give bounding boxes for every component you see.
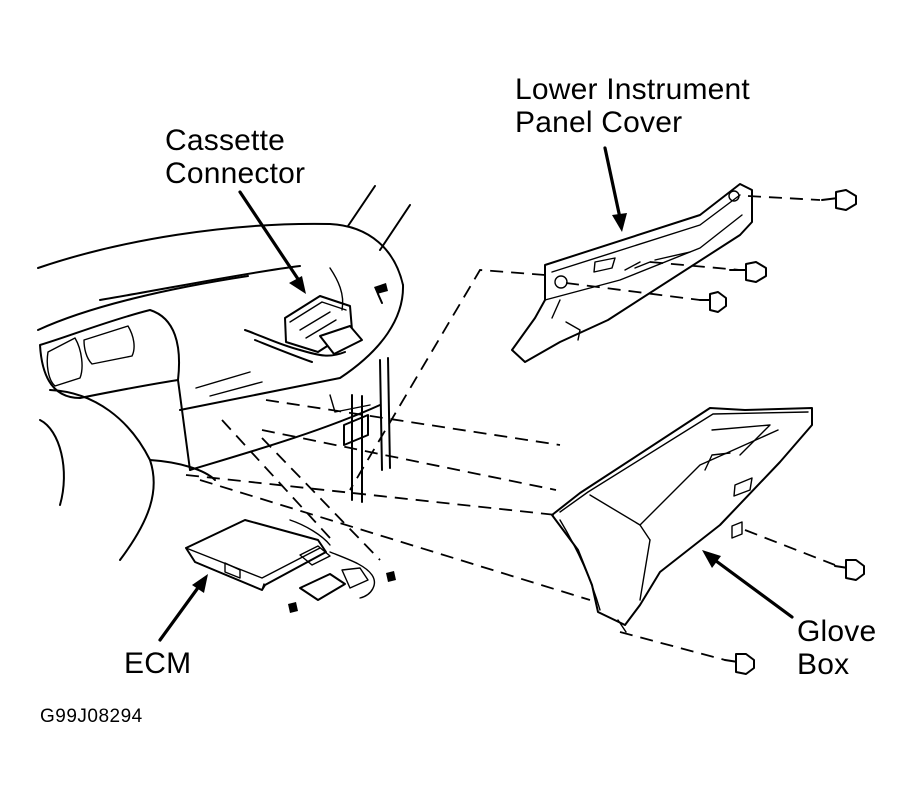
leader-arrow bbox=[158, 146, 794, 642]
panel-cover-line-1: Lower Instrument bbox=[515, 73, 750, 106]
glove-box-line-2: Box bbox=[797, 648, 850, 681]
ecm-part bbox=[185, 519, 396, 613]
cassette-connector-label: Cassette Connector bbox=[165, 124, 305, 190]
panel-cover-line-2: Panel Cover bbox=[515, 106, 683, 139]
bolt-icon bbox=[699, 189, 865, 675]
glove-box-label: Glove Box bbox=[797, 615, 876, 681]
cassette-connector-line-1: Cassette bbox=[165, 124, 285, 157]
lower-instrument-panel-cover-label: Lower Instrument Panel Cover bbox=[515, 73, 750, 139]
dashboard bbox=[37, 185, 411, 561]
cassette-connector-part bbox=[244, 267, 388, 363]
lower-instrument-panel-cover-part bbox=[511, 183, 753, 363]
alignment-lines bbox=[185, 195, 836, 661]
figure-code: G99J08294 bbox=[40, 706, 143, 727]
glove-box-line-1: Glove bbox=[797, 615, 877, 648]
ecm-label: ECM bbox=[124, 647, 192, 680]
glove-box-part bbox=[551, 407, 813, 633]
cassette-connector-line-2: Connector bbox=[165, 157, 306, 190]
